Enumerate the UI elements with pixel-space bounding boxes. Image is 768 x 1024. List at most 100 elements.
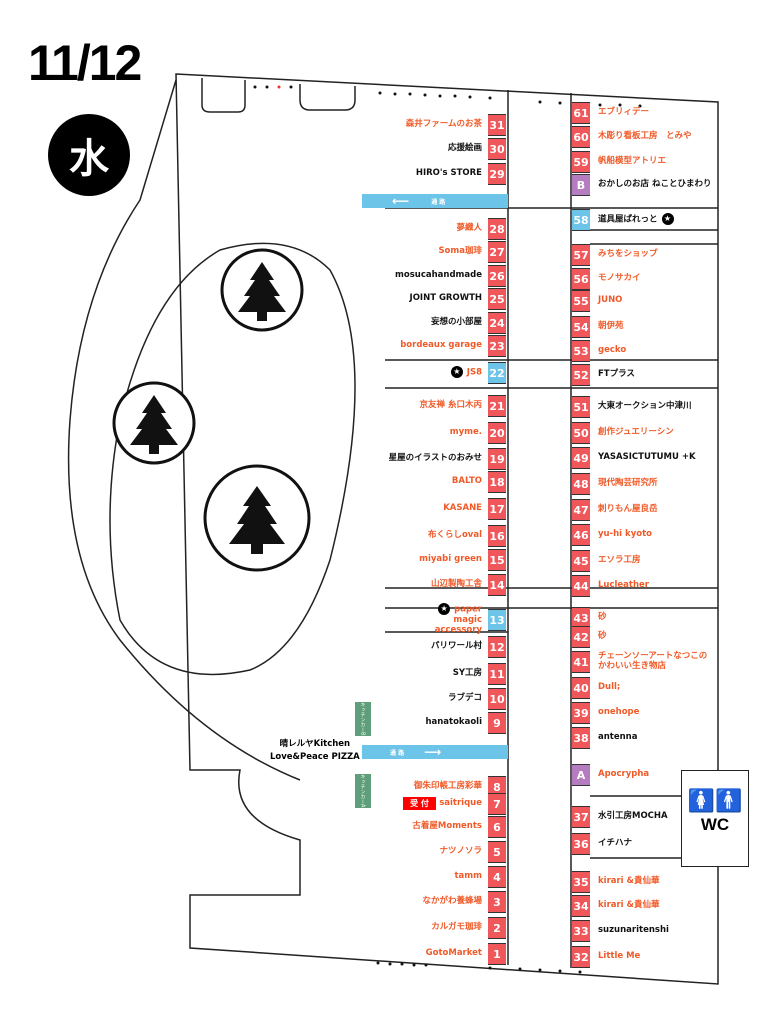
booth-name[interactable]: 水引工房MOCHA <box>598 811 668 821</box>
booth-name[interactable]: yu-hi kyoto <box>598 529 652 539</box>
booth-number[interactable]: 53 <box>572 340 590 362</box>
booth-number[interactable]: 11 <box>488 663 506 685</box>
booth-name[interactable]: 御朱印帳工房彩華 <box>414 781 482 791</box>
booth-number[interactable]: 36 <box>572 833 590 855</box>
booth-number[interactable]: 22 <box>488 362 506 384</box>
booth-name[interactable]: 創作ジュエリーシン <box>598 427 674 437</box>
booth-number[interactable]: 43 <box>572 607 590 629</box>
booth-number[interactable]: 55 <box>572 290 590 312</box>
booth-number[interactable]: 58 <box>572 209 590 231</box>
booth-number[interactable]: 15 <box>488 549 506 571</box>
booth-name[interactable]: YASASICTUTUMU +K <box>598 452 696 462</box>
booth-name[interactable]: イチハナ <box>598 838 632 848</box>
booth-number[interactable]: 25 <box>488 288 506 310</box>
booth-number[interactable]: 49 <box>572 447 590 469</box>
booth-number[interactable]: 9 <box>488 712 506 734</box>
booth-name[interactable]: 道具屋ぱれっと★ <box>598 213 678 225</box>
booth-name[interactable]: KASANE <box>443 503 482 513</box>
booth-number[interactable]: 45 <box>572 550 590 572</box>
booth-number[interactable]: 6 <box>488 816 506 838</box>
booth-name[interactable]: 夢織人 <box>456 223 482 233</box>
booth-number[interactable]: 26 <box>488 265 506 287</box>
booth-name[interactable]: saitrique <box>439 798 482 808</box>
booth-number[interactable]: 41 <box>572 651 590 673</box>
booth-name[interactable]: myme. <box>450 427 482 437</box>
booth-name[interactable]: 妄想の小部屋 <box>431 317 482 327</box>
booth-name[interactable]: 砂 <box>598 612 607 622</box>
booth-number[interactable]: 37 <box>572 806 590 828</box>
booth-number[interactable]: 13 <box>488 609 506 631</box>
booth-number[interactable]: 10 <box>488 688 506 710</box>
booth-name[interactable]: チェーンソーアートなつこの かわいい生き物店 <box>598 651 718 671</box>
booth-name[interactable]: GotoMarket <box>426 948 482 958</box>
booth-name[interactable]: kirari &貴仙華 <box>598 900 659 910</box>
booth-number[interactable]: 60 <box>572 126 590 148</box>
booth-name[interactable]: JUNO <box>598 295 622 305</box>
booth-number[interactable]: 34 <box>572 895 590 917</box>
booth-name[interactable]: 山辺製陶工舎 <box>431 579 482 589</box>
booth-number[interactable]: A <box>572 764 590 786</box>
booth-number[interactable]: 61 <box>572 102 590 124</box>
booth-name[interactable]: onehope <box>598 707 639 717</box>
booth-name[interactable]: 刺りもん屋良岳 <box>598 504 658 514</box>
booth-name[interactable]: 現代陶芸研究所 <box>598 478 658 488</box>
booth-number[interactable]: 52 <box>572 364 590 386</box>
booth-number[interactable]: 51 <box>572 396 590 418</box>
booth-name[interactable]: 布くらしoval <box>428 530 482 540</box>
booth-name[interactable]: モノサカイ <box>598 273 641 283</box>
booth-name[interactable]: 京友禅 糸口木丙 <box>420 400 482 410</box>
booth-name[interactable]: 大東オークション中津川 <box>598 401 692 411</box>
booth-number[interactable]: 30 <box>488 138 506 160</box>
booth-name[interactable]: なかがわ養蜂場 <box>422 896 482 906</box>
booth-name[interactable]: 砂 <box>598 631 607 641</box>
booth-name[interactable]: ラブデコ <box>448 693 482 703</box>
booth-number[interactable]: 42 <box>572 626 590 648</box>
booth-number[interactable]: 19 <box>488 448 506 470</box>
booth-name[interactable]: 応援絵画 <box>448 143 482 153</box>
booth-name[interactable]: ★JS8 <box>447 366 482 378</box>
booth-number[interactable]: 40 <box>572 677 590 699</box>
booth-number[interactable]: 29 <box>488 163 506 185</box>
booth-number[interactable]: 3 <box>488 891 506 913</box>
booth-name[interactable]: ★paper magic accessory <box>412 603 482 635</box>
booth-name[interactable]: エブリィデー <box>598 107 649 117</box>
booth-number[interactable]: 59 <box>572 151 590 173</box>
booth-name[interactable]: 帆船模型アトリエ <box>598 156 666 166</box>
booth-name[interactable]: Apocrypha <box>598 769 649 779</box>
booth-name[interactable]: 朝伊苑 <box>598 321 624 331</box>
booth-number[interactable]: 47 <box>572 499 590 521</box>
booth-number[interactable]: 54 <box>572 316 590 338</box>
booth-name[interactable]: SY工房 <box>453 668 482 678</box>
booth-name[interactable]: 古着屋Moments <box>412 821 482 831</box>
booth-name[interactable]: 木彫り看板工房 とみや <box>598 131 692 141</box>
booth-name[interactable]: FTプラス <box>598 369 635 379</box>
booth-name[interactable]: ナツノソラ <box>439 846 482 856</box>
booth-number[interactable]: 7 <box>488 793 506 815</box>
booth-number[interactable]: 17 <box>488 498 506 520</box>
booth-name[interactable]: JOINT GROWTH <box>410 293 482 303</box>
booth-name[interactable]: mosucahandmade <box>395 270 482 280</box>
booth-number[interactable]: 48 <box>572 473 590 495</box>
booth-name[interactable]: カルガモ珈琲 <box>431 922 482 932</box>
booth-number[interactable]: 44 <box>572 575 590 597</box>
booth-name[interactable]: Little Me <box>598 951 640 961</box>
booth-name[interactable]: 星屋のイラストのおみせ <box>389 453 482 463</box>
booth-number[interactable]: 38 <box>572 727 590 749</box>
booth-number[interactable]: 56 <box>572 268 590 290</box>
booth-name[interactable]: tamm <box>454 871 482 881</box>
booth-number[interactable]: 18 <box>488 471 506 493</box>
booth-name[interactable]: hanatokaoli <box>425 717 482 727</box>
booth-name[interactable]: miyabi green <box>419 554 482 564</box>
booth-number[interactable]: 14 <box>488 574 506 596</box>
booth-name[interactable]: 森井ファームのお茶 <box>406 119 482 129</box>
booth-name[interactable]: Dull; <box>598 682 620 692</box>
booth-number[interactable]: 16 <box>488 525 506 547</box>
booth-name[interactable]: gecko <box>598 345 626 355</box>
booth-name[interactable]: suzunaritenshi <box>598 925 669 935</box>
booth-name[interactable]: HIRO's STORE <box>416 168 482 178</box>
booth-number[interactable]: 46 <box>572 524 590 546</box>
booth-number[interactable]: 4 <box>488 866 506 888</box>
booth-number[interactable]: 28 <box>488 218 506 240</box>
booth-name[interactable]: パリワール村 <box>431 641 482 651</box>
booth-number[interactable]: 57 <box>572 244 590 266</box>
